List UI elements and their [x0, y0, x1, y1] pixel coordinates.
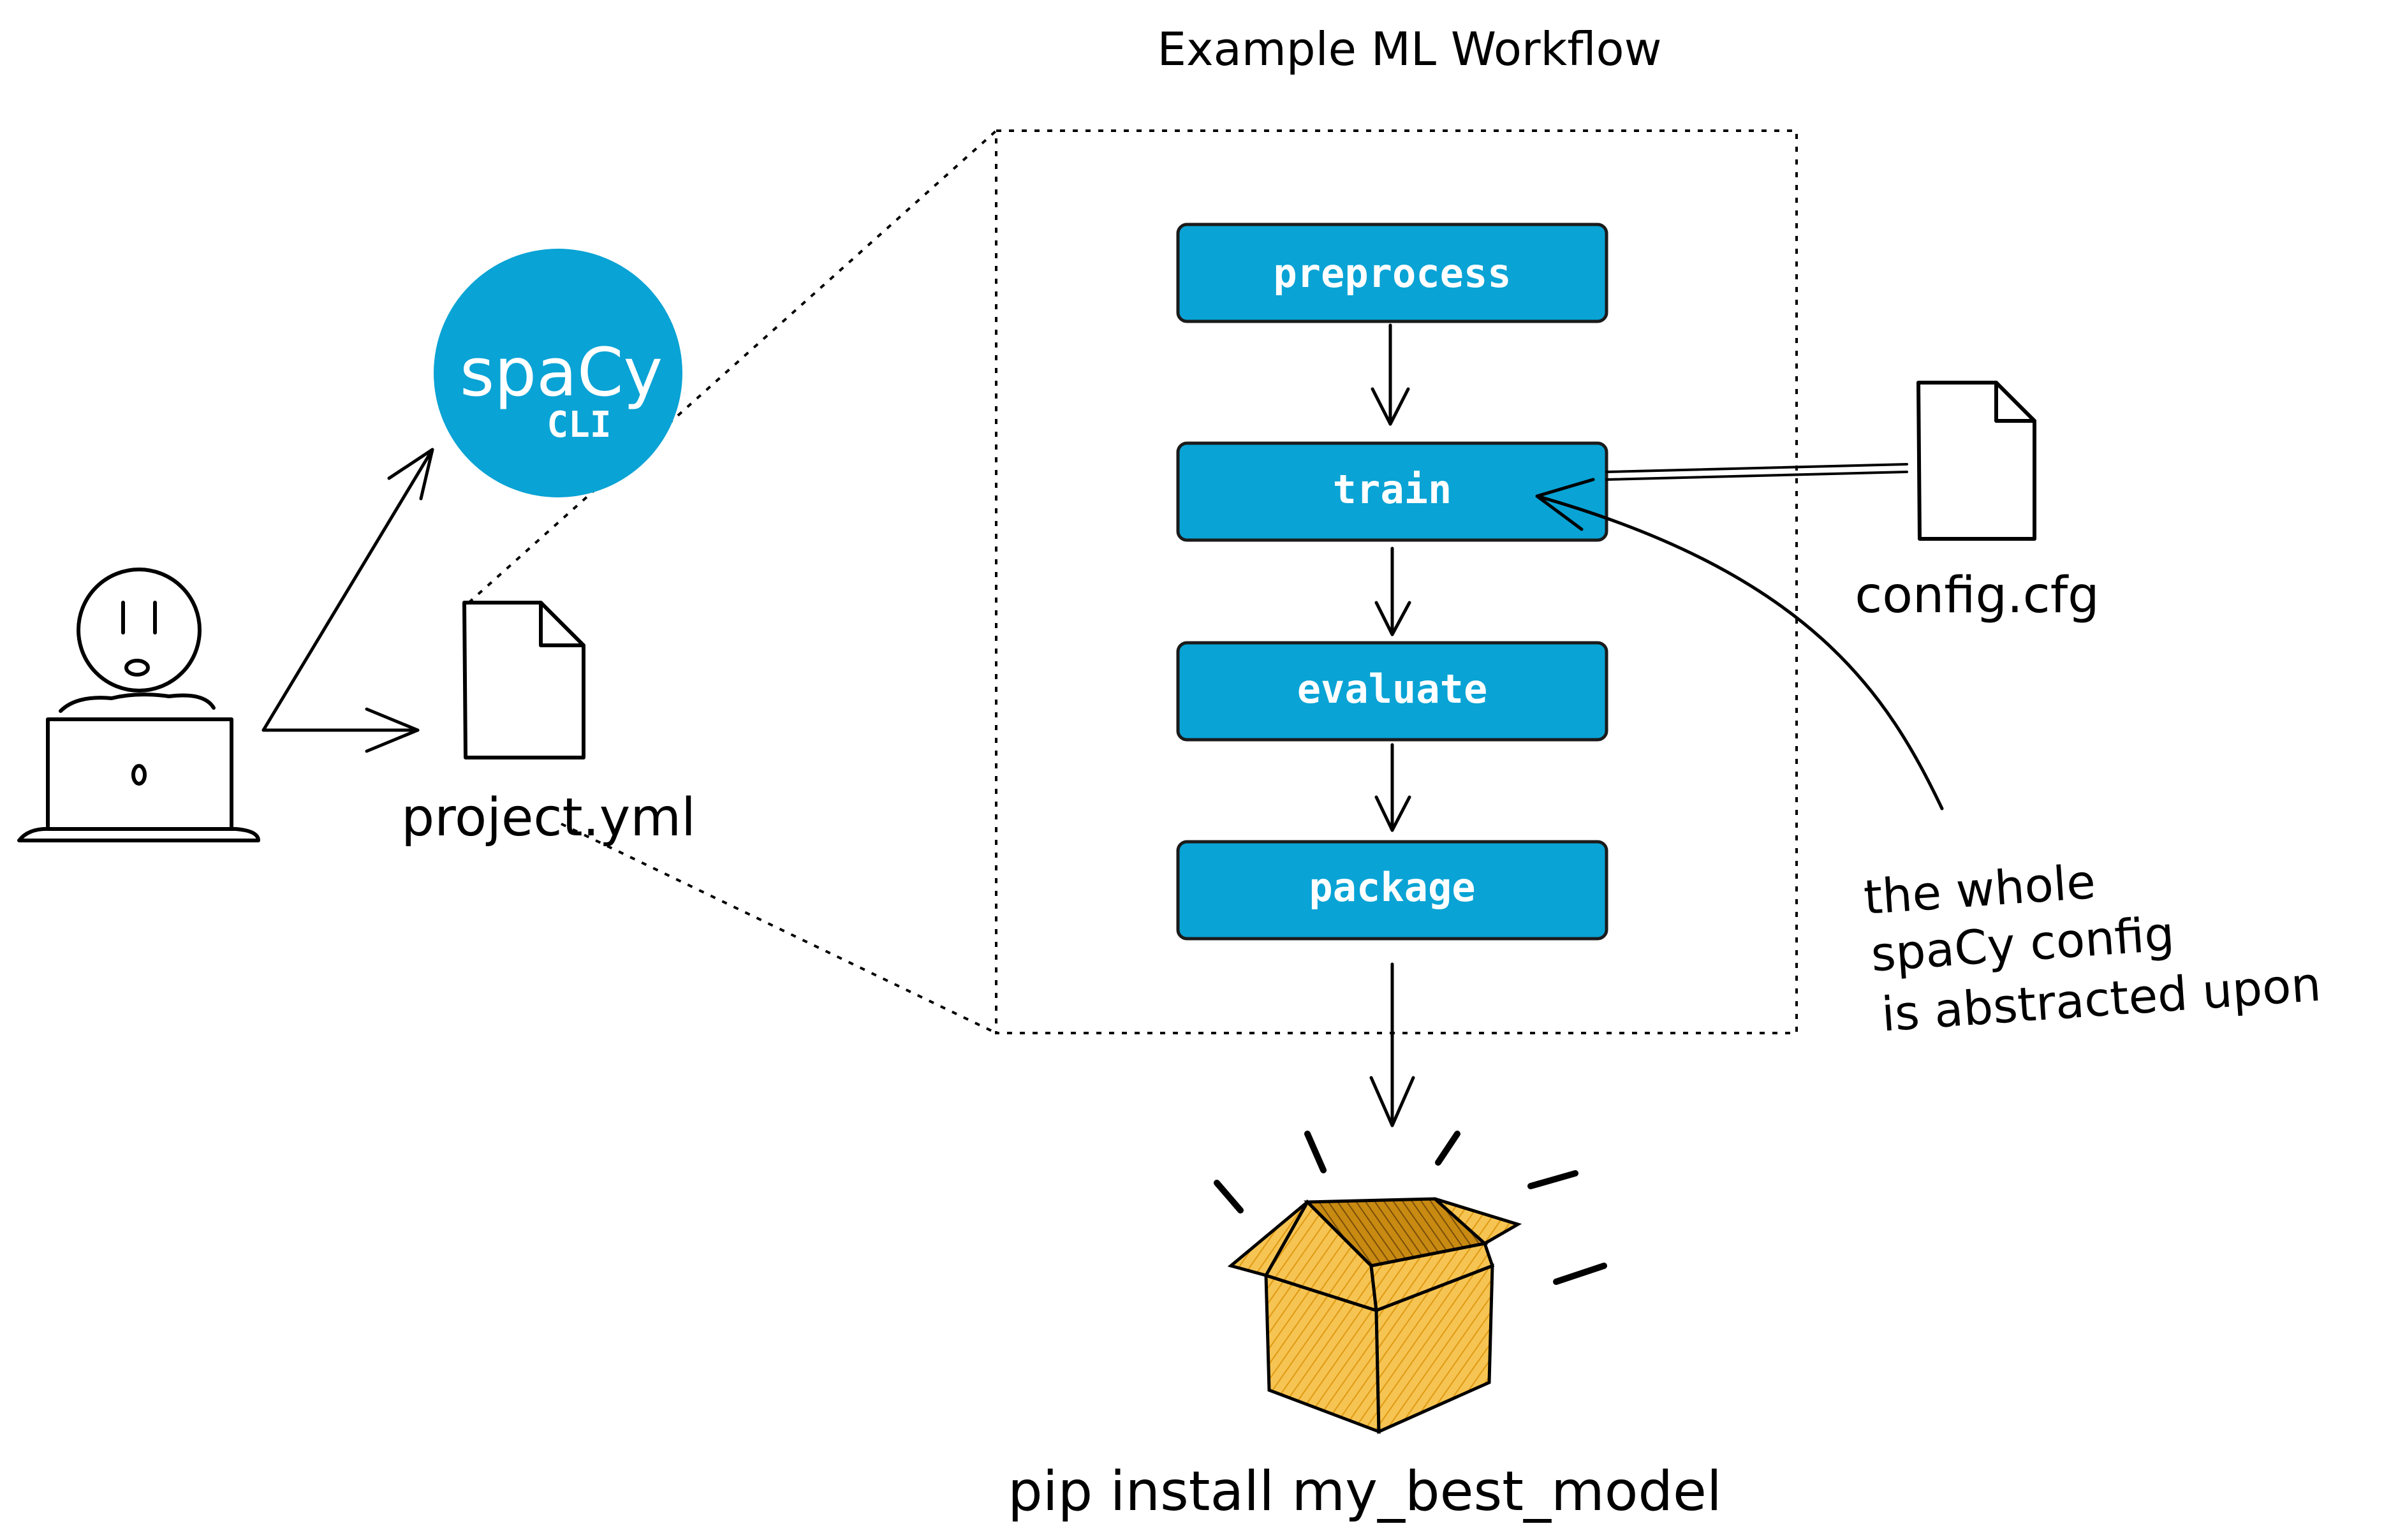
workflow-steps: preprocess train evaluate package: [1176, 223, 1608, 941]
open-box-icon: [1214, 1131, 1607, 1434]
cli-label: CLI: [547, 404, 611, 446]
document-icon: [462, 601, 585, 759]
step-label: preprocess: [1273, 250, 1511, 297]
step-label: train: [1333, 466, 1452, 513]
user-at-laptop: [17, 568, 260, 842]
annotation-arrow: [1535, 478, 1944, 810]
output-caption: pip install my_best_model: [1008, 1460, 1722, 1523]
step-arrows: [1369, 323, 1415, 1127]
sparkle-lines: [1214, 1131, 1607, 1285]
zoom-line-bottom: [561, 823, 997, 1034]
config-to-train-connector: [1605, 463, 1908, 481]
arrow-to-cli: [261, 448, 434, 732]
workflow-frame: [995, 129, 1798, 1034]
user-arrows: [261, 448, 434, 753]
head-icon: [77, 568, 202, 693]
zoom-line-top: [467, 129, 997, 604]
document-icon: [1916, 381, 2036, 541]
spacy-cli-logo: spaCy CLI: [434, 249, 682, 497]
project-file: project.yml: [401, 601, 696, 848]
laptop-icon: [46, 717, 233, 831]
annotation-note: the whole spaCy config is abstracted upo…: [1862, 854, 2323, 1043]
step-package[interactable]: package: [1176, 840, 1608, 941]
config-file-label: config.cfg: [1855, 567, 2099, 624]
step-train[interactable]: train: [1176, 441, 1608, 542]
spacy-wordmark: spaCy: [460, 334, 663, 411]
step-preprocess[interactable]: preprocess: [1176, 223, 1608, 323]
step-label: evaluate: [1297, 666, 1488, 712]
config-file: config.cfg: [1855, 381, 2100, 624]
diagram-title: Example ML Workflow: [1158, 22, 1662, 76]
step-label: package: [1309, 864, 1475, 911]
step-evaluate[interactable]: evaluate: [1176, 641, 1608, 742]
spacy-logo-circle: [434, 249, 682, 497]
project-file-label: project.yml: [401, 788, 696, 848]
